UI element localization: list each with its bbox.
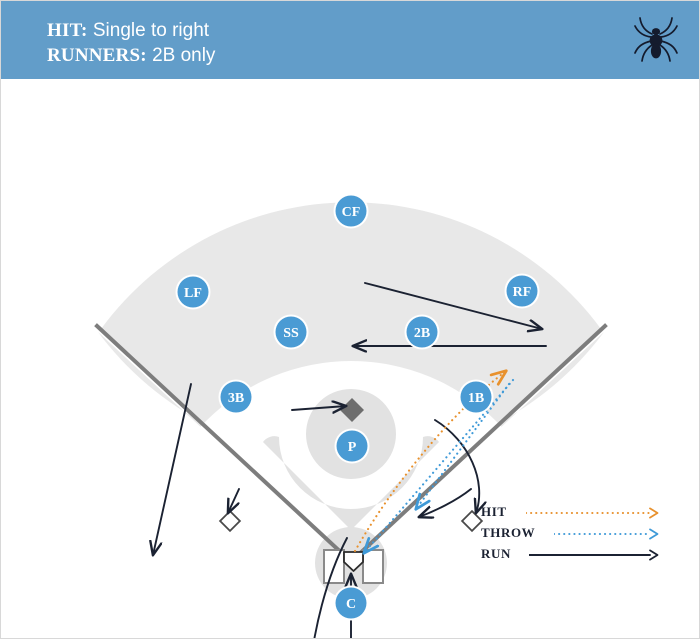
legend-label-run: RUN xyxy=(481,546,511,561)
left-foul-line xyxy=(94,323,349,560)
legend-label-throw: THROW xyxy=(481,525,536,540)
player-marker-c[interactable]: C xyxy=(333,585,369,621)
third-base xyxy=(218,509,242,533)
runners-label: RUNNERS: xyxy=(47,45,147,66)
foul-lines xyxy=(94,323,608,560)
hit-value: Single to right xyxy=(92,20,210,41)
marker-circle xyxy=(275,316,307,348)
hit-path xyxy=(353,371,506,553)
first-base xyxy=(460,509,484,533)
player-marker-rf[interactable]: RF xyxy=(504,273,540,309)
header-text-block: HIT: Single to right RUNNERS: 2B only xyxy=(47,18,215,68)
field-surfaces xyxy=(98,202,604,638)
infield-dirt xyxy=(263,436,439,530)
throw-path xyxy=(364,378,515,553)
runners-value: 2B only xyxy=(152,45,216,66)
player-marker-cf[interactable]: CF xyxy=(333,193,369,229)
marker-label: SS xyxy=(283,326,299,341)
marker-circle xyxy=(335,587,367,619)
marker-circle xyxy=(335,195,367,227)
marker-label: RF xyxy=(513,285,532,300)
legend: HIT THROW RUN xyxy=(481,504,661,566)
run-path-1b-cutoff xyxy=(419,488,472,517)
run-path-lf xyxy=(153,383,192,555)
marker-label: P xyxy=(348,440,357,455)
hit-line: HIT: Single to right xyxy=(47,18,215,43)
player-marker-ss[interactable]: SS xyxy=(273,314,309,350)
player-marker-3b[interactable]: 3B xyxy=(218,379,254,415)
baseball-field-diagram: CF LF RF SS 2B 3B 1B P C xyxy=(94,193,608,638)
legend-line-hit xyxy=(526,507,659,519)
player-marker-2b[interactable]: 2B xyxy=(404,314,440,350)
header-banner: HIT: Single to right RUNNERS: 2B only xyxy=(1,1,699,79)
run-path-cf xyxy=(364,282,542,329)
marker-label: 2B xyxy=(414,326,430,341)
marker-circle xyxy=(460,381,492,413)
run-path-3b xyxy=(228,488,240,513)
marker-circle xyxy=(220,381,252,413)
player-markers: CF LF RF SS 2B 3B 1B P C xyxy=(175,193,540,621)
legend-row-run: RUN xyxy=(481,546,661,564)
infield-grass-arc xyxy=(146,361,556,638)
player-marker-1b[interactable]: 1B xyxy=(458,379,494,415)
hit-label: HIT: xyxy=(47,20,88,41)
marker-label: C xyxy=(346,597,356,612)
marker-circle xyxy=(506,275,538,307)
marker-label: 1B xyxy=(468,391,484,406)
marker-label: LF xyxy=(184,286,202,301)
legend-label-hit: HIT xyxy=(481,504,507,519)
hit-path-home-to-rf xyxy=(353,371,506,553)
legend-line-run xyxy=(529,549,659,561)
home-plate xyxy=(343,551,364,572)
marker-circle xyxy=(336,430,368,462)
marker-label: 3B xyxy=(228,391,244,406)
spider-logo-icon xyxy=(634,17,678,62)
runners-line: RUNNERS: 2B only xyxy=(47,43,215,68)
legend-row-hit: HIT xyxy=(481,504,661,522)
right-batters-box xyxy=(362,549,384,584)
legend-row-throw: THROW xyxy=(481,525,661,543)
right-foul-line xyxy=(353,323,608,560)
legend-line-throw xyxy=(554,528,659,540)
marker-circle xyxy=(406,316,438,348)
run-path-ss xyxy=(291,406,346,410)
marker-label: CF xyxy=(342,205,361,220)
marker-circle xyxy=(177,276,209,308)
player-marker-lf[interactable]: LF xyxy=(175,274,211,310)
run-path-pitcher-backup xyxy=(313,537,348,638)
player-marker-p[interactable]: P xyxy=(334,428,370,464)
throw-path-rf-to-cutoff xyxy=(416,382,511,509)
